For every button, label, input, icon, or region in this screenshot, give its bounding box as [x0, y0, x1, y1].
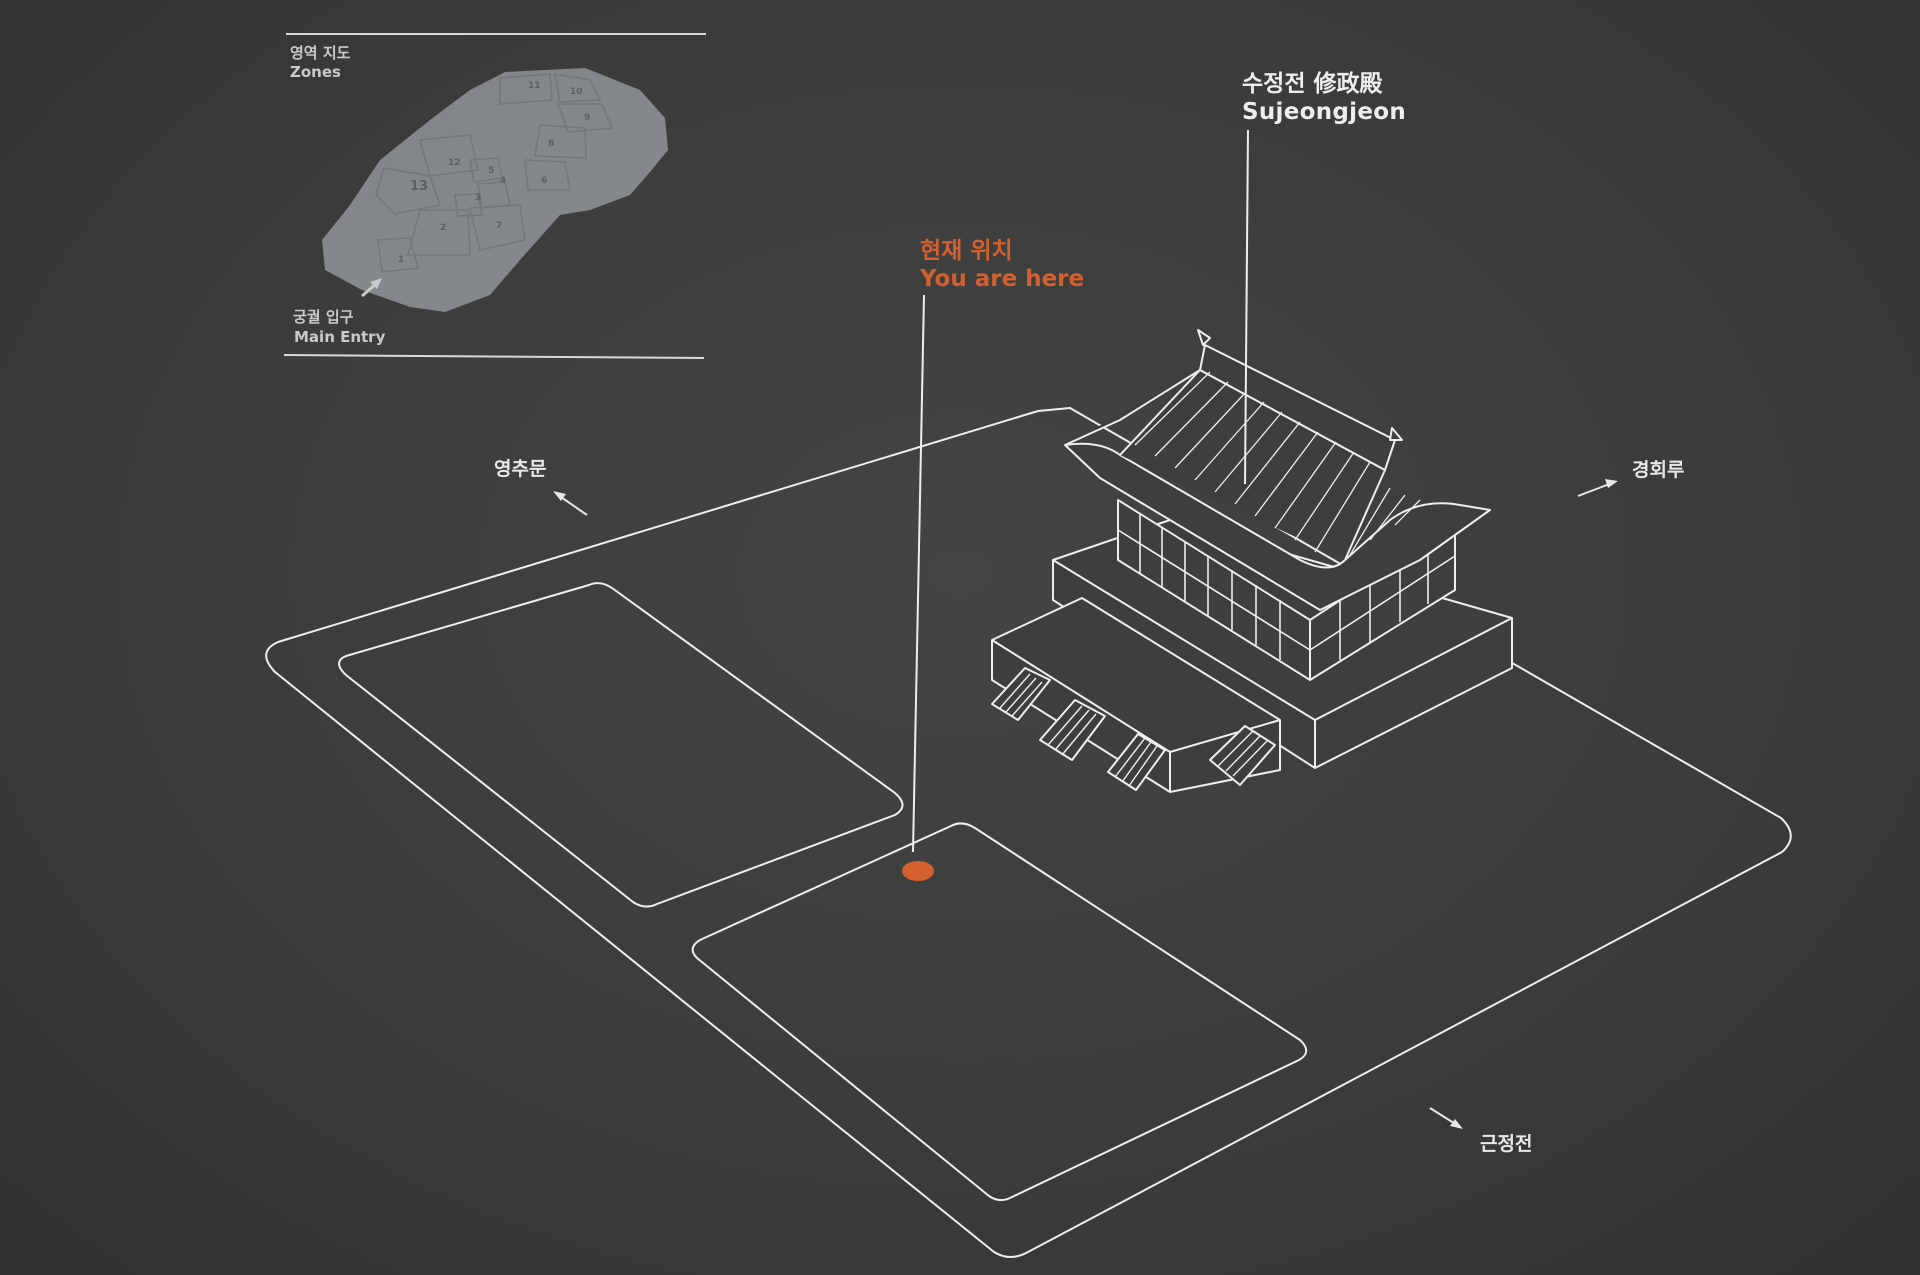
arrow-east-icon — [1577, 479, 1618, 497]
building-name-ko: 수정전 修政殿 — [1242, 71, 1383, 97]
direction-label-yeongchumun: 영추문 — [494, 458, 547, 480]
entry-arrow-icon — [361, 278, 382, 298]
building-name-en: Sujeongjeon — [1242, 99, 1407, 125]
site-outer-boundary — [265, 407, 1792, 1258]
zone-5-label: 5 — [488, 166, 494, 176]
direction-arrows — [553, 479, 1618, 1129]
zones-inset-map: 11 10 9 8 6 12 13 5 4 3 2 7 1 — [322, 68, 668, 312]
main-entry-label-en: Main Entry — [294, 328, 386, 346]
main-entry-label-ko: 궁궐 입구 — [293, 308, 354, 326]
zone-12-label: 12 — [448, 158, 461, 168]
zone-6-label: 6 — [541, 176, 547, 186]
sujeongjeon-leader-line — [1244, 129, 1249, 485]
zone-10-label: 10 — [570, 87, 583, 97]
arrow-south-icon — [1429, 1107, 1463, 1129]
zone-8-label: 8 — [548, 139, 554, 149]
zone-3-label: 3 — [475, 193, 481, 203]
zones-label-ko: 영역 지도 — [290, 44, 351, 62]
arrow-northwest-icon — [553, 491, 588, 516]
inset-bottom-rule — [283, 354, 705, 359]
center-courtyard — [691, 822, 1308, 1202]
zone-13-label: 13 — [410, 179, 428, 194]
zone-2-label: 2 — [440, 223, 446, 233]
direction-label-geunjeongjeon: 근정전 — [1480, 1133, 1533, 1155]
zone-11-label: 11 — [528, 81, 541, 91]
direction-label-gyeonghoeru: 경회루 — [1632, 459, 1685, 481]
sujeongjeon-hall-drawing — [991, 329, 1513, 793]
zone-7-label: 7 — [496, 221, 502, 231]
you-are-here-leader-line — [912, 294, 925, 853]
you-are-here-label-en: You are here — [920, 266, 1085, 292]
you-are-here-label-ko: 현재 위치 — [920, 238, 1013, 264]
zone-9-label: 9 — [584, 113, 590, 123]
zone-4-label: 4 — [500, 176, 506, 186]
zones-label-en: Zones — [290, 63, 341, 81]
you-are-here-marker — [902, 861, 934, 881]
zone-1-label: 1 — [398, 255, 404, 265]
left-courtyard — [338, 582, 904, 908]
